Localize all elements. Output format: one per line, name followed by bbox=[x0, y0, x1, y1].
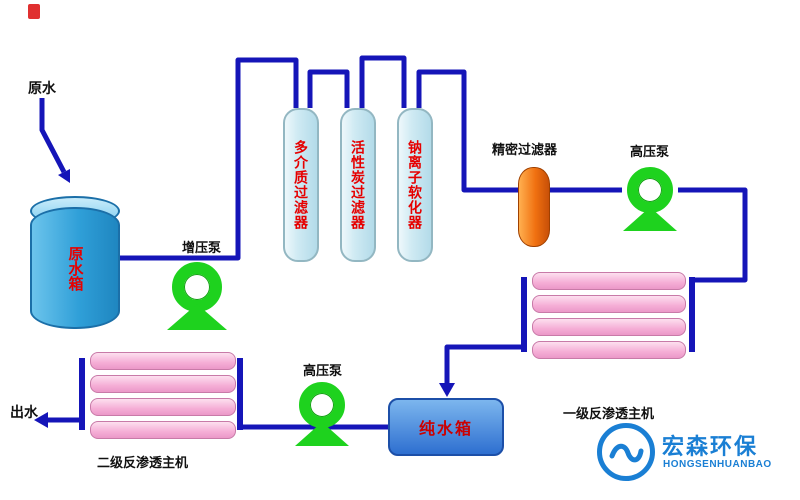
softener-filter-label: 钠离子软化器 bbox=[407, 140, 423, 230]
pipe-pump1-to-stage1 bbox=[678, 187, 748, 283]
multimedia-filter: 多介质过滤器 bbox=[283, 108, 319, 262]
logo-icon bbox=[597, 423, 655, 481]
hp-pump1-base bbox=[623, 207, 677, 231]
pipe-tank-to-filters bbox=[114, 57, 299, 261]
multimedia-filter-label: 多介质过滤器 bbox=[293, 140, 309, 230]
ro-stage1-tube bbox=[532, 341, 686, 359]
ro-stage2-tube bbox=[90, 375, 236, 393]
ro-stage1-tube bbox=[532, 318, 686, 336]
ro-stage2-tube bbox=[90, 352, 236, 370]
precision-filter-label: 精密过滤器 bbox=[492, 142, 558, 157]
precision-filter bbox=[518, 167, 550, 247]
hp-pump2-base bbox=[295, 422, 349, 446]
booster-pump-icon bbox=[172, 262, 222, 312]
pure-water-tank-label: 纯水箱 bbox=[418, 421, 473, 438]
logo-company-name: 宏森环保 bbox=[662, 434, 759, 459]
ro-stage1-label: 一级反渗透主机 bbox=[563, 406, 655, 421]
logo-company-subtitle: HONGSENHUANBAO bbox=[663, 459, 772, 470]
arrowhead-raw-water bbox=[58, 169, 70, 183]
raw-water-label: 原水 bbox=[28, 80, 56, 96]
ro-stage2-tube bbox=[90, 421, 236, 439]
pipe-stage1-to-puretank bbox=[444, 344, 524, 386]
corner-stamp-icon bbox=[28, 4, 40, 19]
carbon-filter-label: 活性炭过滤器 bbox=[350, 140, 366, 230]
ro-stage1-tube bbox=[532, 295, 686, 313]
booster-pump-base bbox=[167, 304, 227, 330]
booster-pump-label: 增压泵 bbox=[182, 240, 222, 255]
ro-stage2-label: 二级反渗透主机 bbox=[97, 455, 189, 470]
arrowhead-puretank bbox=[439, 383, 455, 397]
hp-pump2-label: 高压泵 bbox=[303, 363, 343, 378]
carbon-filter: 活性炭过滤器 bbox=[340, 108, 376, 262]
hp-pump2-icon bbox=[299, 382, 345, 428]
hp-pump1-label: 高压泵 bbox=[630, 144, 670, 159]
outlet-label: 出水 bbox=[10, 404, 38, 420]
pipe-filter1-to-filter2 bbox=[307, 69, 350, 108]
raw-water-tank-label: 原水箱 bbox=[66, 245, 84, 291]
ro-stage1-tube bbox=[532, 272, 686, 290]
raw-water-tank: 原水箱 bbox=[30, 207, 120, 329]
hp-pump1-icon bbox=[627, 167, 673, 213]
pipe-raw-water-inlet bbox=[39, 98, 67, 174]
pipe-filter2-to-filter3 bbox=[359, 55, 407, 108]
logo-wave-icon bbox=[609, 443, 644, 463]
pure-water-tank: 纯水箱 bbox=[388, 398, 504, 456]
softener-filter: 钠离子软化器 bbox=[397, 108, 433, 262]
ro-stage2-tube bbox=[90, 398, 236, 416]
